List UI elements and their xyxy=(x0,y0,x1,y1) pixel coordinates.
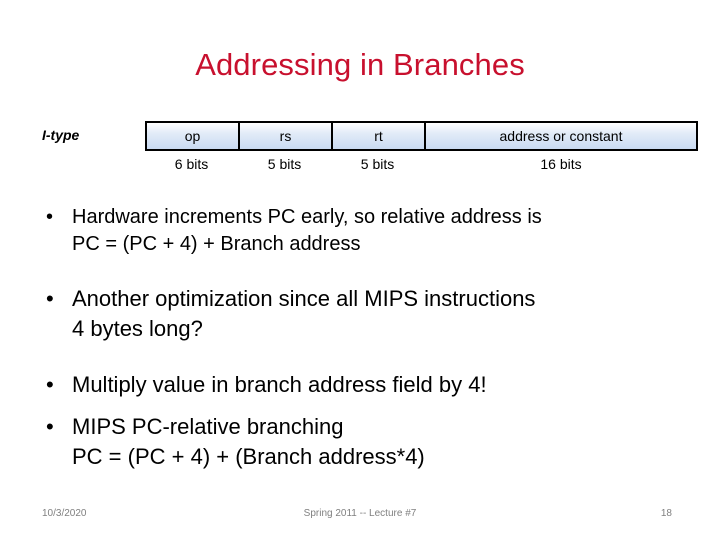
bullet-marker-icon: • xyxy=(46,372,54,397)
instruction-field-table: op rs rt address or constant xyxy=(145,121,698,151)
field-cell-address-or-constant: address or constant xyxy=(426,123,696,149)
field-cell-rt: rt xyxy=(333,123,426,149)
instruction-type-label: I-type xyxy=(42,127,80,143)
bit-width-op: 6 bits xyxy=(174,156,209,172)
bullet-marker-icon: • xyxy=(46,414,54,439)
bullet-marker-icon: • xyxy=(46,286,54,311)
bullet-item-3: • Multiply value in branch address field… xyxy=(46,370,686,400)
footer-course-label: Spring 2011 -- Lecture #7 xyxy=(303,508,417,519)
bullet-text-2: Another optimization since all MIPS inst… xyxy=(72,286,536,341)
bullet-item-1: • Hardware increments PC early, so relat… xyxy=(46,204,686,258)
bullet-text-1: Hardware increments PC early, so relativ… xyxy=(72,206,542,255)
footer-page-number: 18 xyxy=(660,508,672,519)
field-cell-op: op xyxy=(147,123,240,149)
bit-width-rt: 5 bits xyxy=(360,156,395,172)
instruction-field-bit-widths: 6 bits 5 bits 5 bits 16 bits xyxy=(145,156,698,180)
bullet-item-2: • Another optimization since all MIPS in… xyxy=(46,284,708,344)
bullet-text-3: Multiply value in branch address field b… xyxy=(72,372,487,397)
slide-body: • Hardware increments PC early, so relat… xyxy=(0,204,720,494)
bit-width-rs: 5 bits xyxy=(267,156,302,172)
field-cell-rs: rs xyxy=(240,123,333,149)
instruction-format-diagram: I-type op rs rt address or constant 6 bi… xyxy=(0,118,720,190)
bit-width-address-or-constant: 16 bits xyxy=(540,156,582,172)
footer-date: 10/3/2020 xyxy=(42,508,87,519)
bullet-marker-icon: • xyxy=(46,206,54,228)
slide-footer: 10/3/2020 Spring 2011 -- Lecture #7 18 xyxy=(0,508,720,528)
page-title: Addressing in Branches xyxy=(195,47,525,82)
bullet-item-4: • MIPS PC-relative branching PC = (PC + … xyxy=(46,412,686,472)
bullet-text-4: MIPS PC-relative branching PC = (PC + 4)… xyxy=(72,414,425,469)
